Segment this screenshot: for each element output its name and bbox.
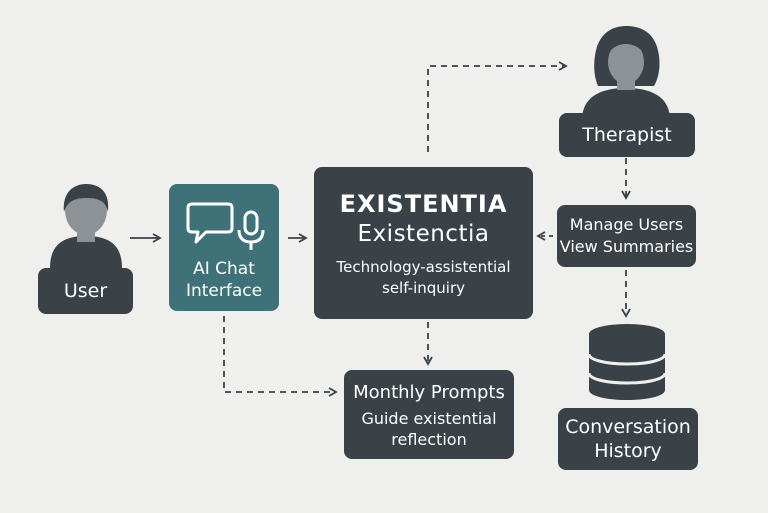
conversation-history-node[interactable]: Conversation History xyxy=(558,408,698,470)
history-line2: History xyxy=(594,440,662,462)
core-subtitle: Existenctia xyxy=(357,220,490,247)
prompts-line1: Monthly Prompts xyxy=(353,381,505,403)
chat-label-line2: Interface xyxy=(185,281,263,301)
chat-label-line1: AI Chat xyxy=(193,259,255,279)
existentia-core-node[interactable]: EXISTENTIA Existenctia Technology-assist… xyxy=(314,167,533,319)
user-node[interactable]: User xyxy=(38,268,133,314)
prompts-line3: reflection xyxy=(391,429,467,449)
core-description-line2: self-inquiry xyxy=(382,278,465,297)
manage-line2: View Summaries xyxy=(559,237,694,256)
core-title: EXISTENTIA xyxy=(339,189,508,218)
microphone-icon xyxy=(237,210,265,250)
person-icon xyxy=(50,184,122,268)
core-description-line1: Technology-assistential xyxy=(336,257,511,276)
user-label: User xyxy=(63,280,108,302)
history-line1: Conversation xyxy=(565,416,691,438)
chat-bubble-icon xyxy=(186,202,234,244)
therapist-node[interactable]: Therapist xyxy=(559,113,695,157)
therapist-label: Therapist xyxy=(582,124,672,146)
prompts-line2: Guide existential xyxy=(361,408,497,428)
arrow-chat-to-prompts xyxy=(223,316,338,397)
manage-users-node[interactable]: Manage Users View Summaries xyxy=(557,205,696,267)
manage-line1: Manage Users xyxy=(569,215,684,234)
monthly-prompts-node[interactable]: Monthly Prompts Guide existential reflec… xyxy=(344,370,514,459)
person-icon xyxy=(582,26,670,120)
database-icon xyxy=(587,324,667,400)
arrow-core-to-therapist xyxy=(427,61,568,152)
